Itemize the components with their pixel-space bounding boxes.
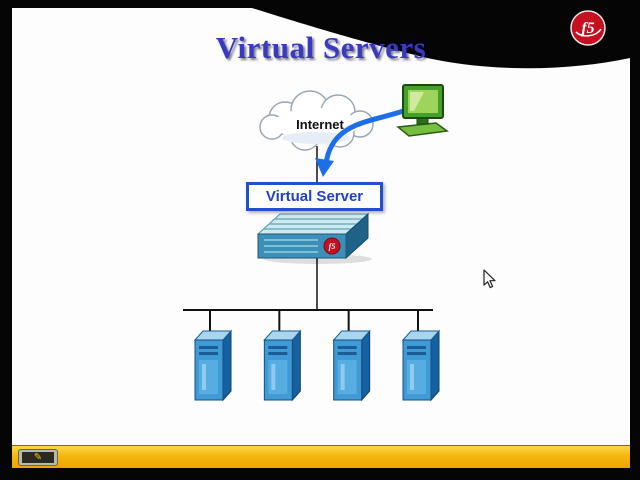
header-swoosh-shape — [252, 8, 630, 69]
virtual-server-label: Virtual Server — [265, 188, 364, 205]
pen-tool-screen: ✎ — [22, 452, 54, 463]
mouse-cursor — [483, 269, 496, 289]
internet-label: Internet — [296, 117, 344, 132]
pen-tool-button[interactable]: ✎ — [18, 449, 58, 466]
slide-title: Virtual Servers — [215, 30, 427, 65]
f5-logo-swoosh — [575, 28, 602, 37]
f5-logo: f5 — [570, 10, 606, 46]
pen-icon: ✎ — [33, 451, 43, 463]
presenter-bottom-bar: ✎ — [12, 445, 630, 468]
swoosh-path — [252, 8, 630, 69]
slide-background: Virtual Servers f5 — [12, 8, 630, 468]
f5-logo-circle — [570, 10, 606, 46]
cursor-arrow — [483, 269, 496, 289]
f5-logo-text: f5 — [581, 20, 594, 37]
virtual-server-box: Virtual Server — [246, 182, 383, 211]
